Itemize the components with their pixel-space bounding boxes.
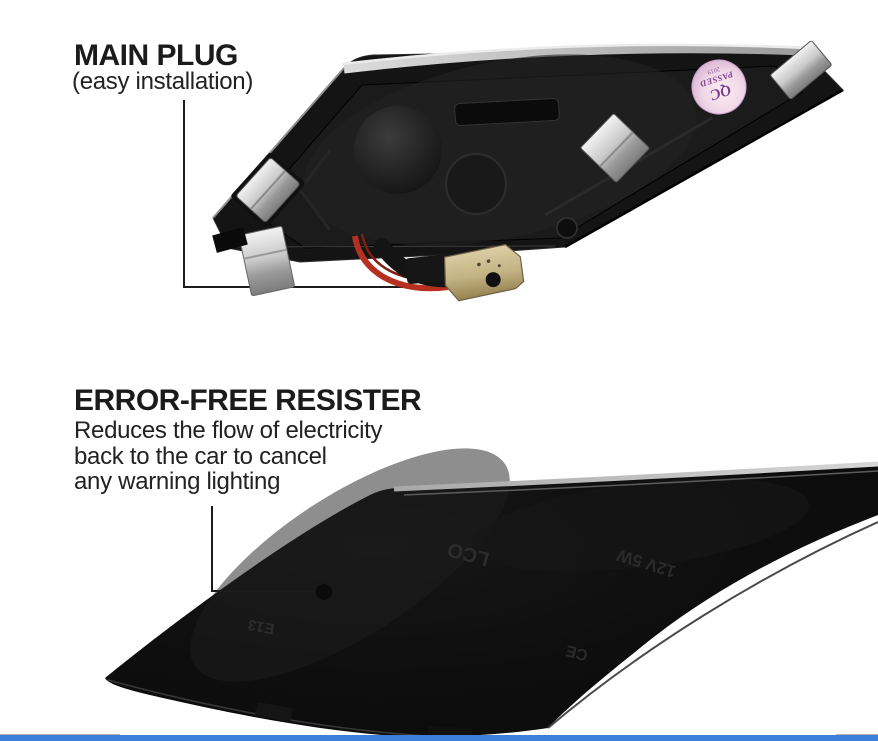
main-plug-subtitle: (easy installation) xyxy=(72,68,254,95)
resistor-line-1: Reduces the flow of electricity xyxy=(74,417,383,444)
metal-clip-left-upper xyxy=(231,152,305,228)
qc-sticker-text-1: QC xyxy=(707,81,733,103)
smoked-lens-photo: LCO 12V 5W CE E13 xyxy=(105,448,878,739)
screw-boss xyxy=(556,217,578,239)
lens-tab xyxy=(255,701,293,723)
lamp-housing-photo: QC PASSED 2019 xyxy=(212,40,844,302)
lens-marking-e13: E13 xyxy=(247,616,276,637)
lens-sheen-right xyxy=(471,478,809,572)
socket-ring xyxy=(445,153,507,215)
resistor-pointer-dot xyxy=(316,584,332,600)
metal-clip-left-lower xyxy=(238,225,295,297)
lens-marking-ce: CE xyxy=(564,641,590,663)
main-plug-leader-line xyxy=(183,100,500,288)
bulb-dome xyxy=(354,106,442,194)
metal-clip-right xyxy=(770,40,832,100)
qc-passed-sticker: QC PASSED 2019 xyxy=(691,59,747,115)
main-plug-title: MAIN PLUG xyxy=(74,39,238,72)
resistor-line-3: any warning lighting xyxy=(74,468,281,495)
lens-rim-shadow-line xyxy=(403,470,878,496)
metal-clip-center xyxy=(580,113,650,183)
red-wire xyxy=(352,235,449,292)
housing-slot xyxy=(454,98,560,126)
main-plug-connector xyxy=(443,243,525,302)
bottom-blue-bar xyxy=(0,735,878,741)
housing-top-rim xyxy=(343,44,805,74)
resistor-title: ERROR-FREE RESISTER xyxy=(74,384,422,417)
lens-sheen-left xyxy=(190,448,510,682)
cavity-shading xyxy=(303,54,697,246)
black-bracket xyxy=(212,227,248,253)
housing-bottom-right-edge xyxy=(564,88,844,249)
resistor-line-2: back to the car to cancel xyxy=(74,442,327,470)
resistor-description: Reduces the flow of electricity back to … xyxy=(74,418,382,495)
resistor-leader-line xyxy=(211,506,316,592)
lens-top-rim xyxy=(393,461,878,492)
qc-sticker-text-3: 2019 xyxy=(706,65,721,76)
housing-top-rim-highlight xyxy=(341,43,807,66)
lens-bottom-right-edge xyxy=(547,521,878,729)
